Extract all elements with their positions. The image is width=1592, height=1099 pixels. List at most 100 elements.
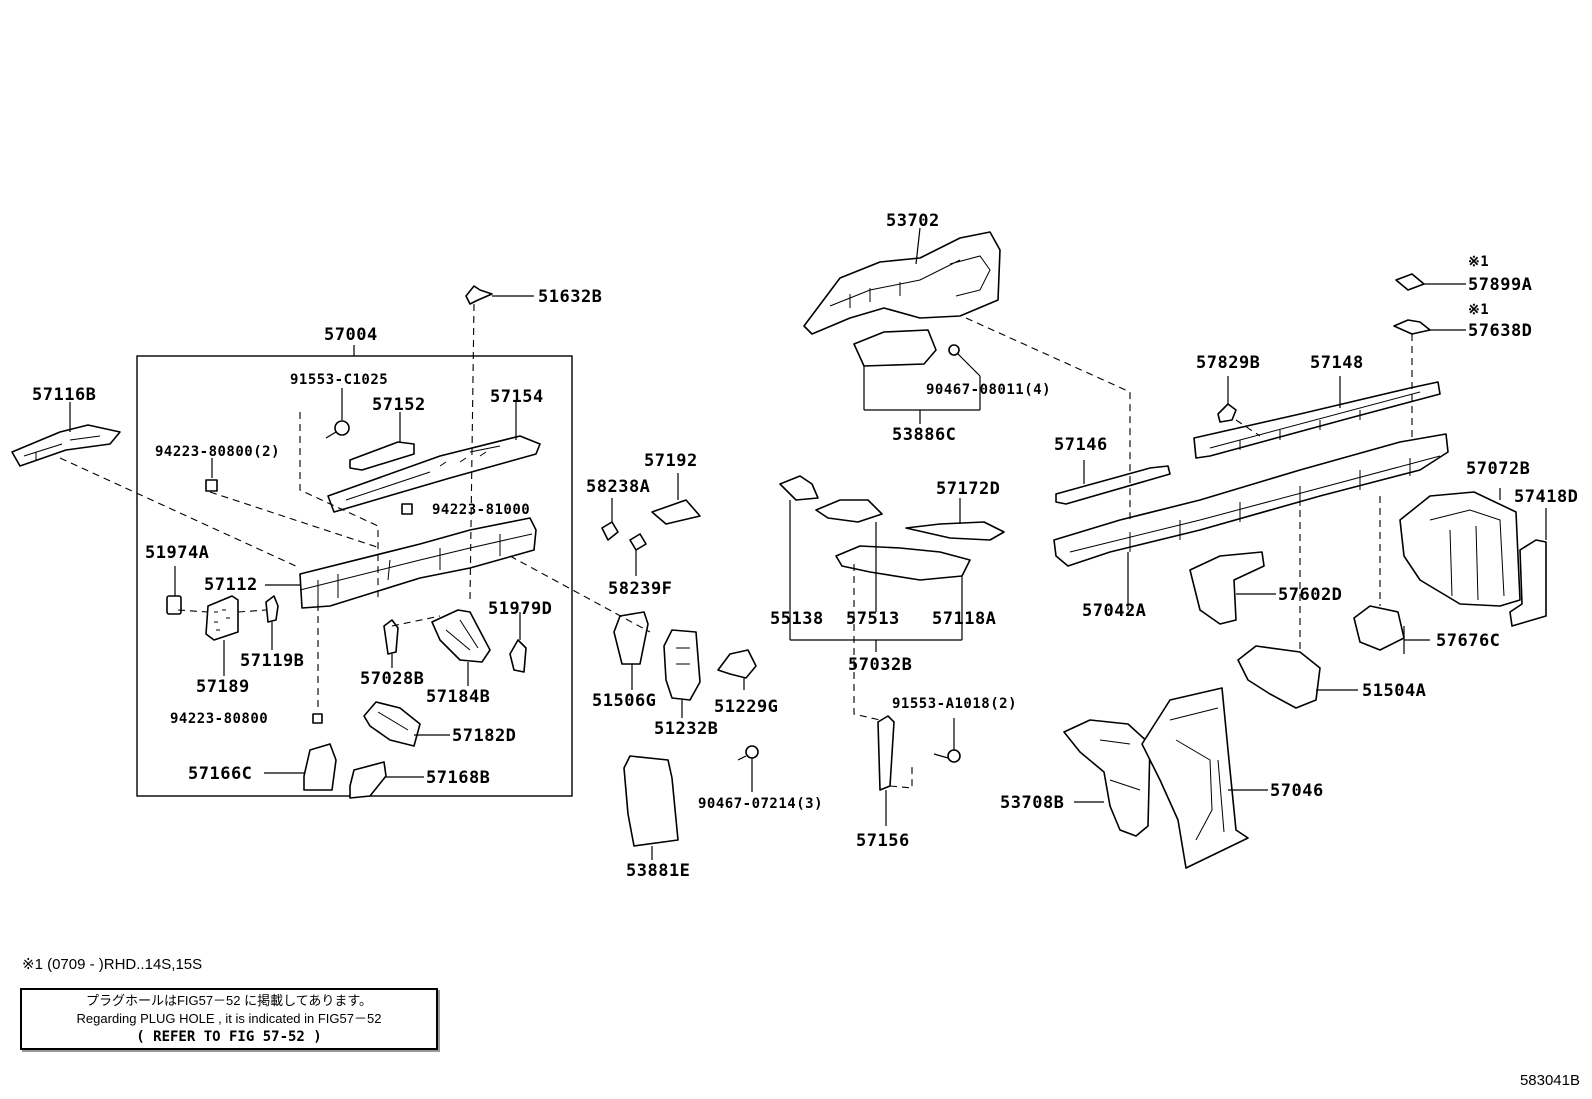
label-57184B: 57184B bbox=[426, 687, 490, 707]
note-line-english: Regarding PLUG HOLE , it is indicated in… bbox=[76, 1011, 382, 1026]
part-57829B-shape bbox=[1217, 403, 1237, 423]
part-57116B-shape bbox=[11, 424, 121, 467]
label-57899A: 57899A bbox=[1468, 275, 1532, 295]
part-58239F-shape bbox=[629, 533, 647, 551]
label-53881E: 53881E bbox=[626, 861, 690, 881]
label-57172D: 57172D bbox=[936, 479, 1000, 499]
label-57602D: 57602D bbox=[1278, 585, 1342, 605]
label-57119B: 57119B bbox=[240, 651, 304, 671]
part-53708B-shape bbox=[1063, 719, 1151, 837]
part-55138-shape bbox=[779, 475, 819, 501]
part-51504A-shape bbox=[1237, 645, 1321, 709]
label-57182D: 57182D bbox=[452, 726, 516, 746]
label-57154: 57154 bbox=[490, 387, 544, 407]
label-53886C: 53886C bbox=[892, 425, 956, 445]
label-57042A: 57042A bbox=[1082, 601, 1146, 621]
label-57638D: 57638D bbox=[1468, 321, 1532, 341]
part-57146-shape bbox=[1055, 465, 1171, 505]
footnote: ※1 (0709 - )RHD..14S,15S bbox=[22, 956, 203, 973]
label-57168B: 57168B bbox=[426, 768, 490, 788]
part-57182D-shape bbox=[363, 701, 421, 747]
part-53881E-shape bbox=[623, 755, 679, 847]
label-57513: 57513 bbox=[846, 609, 900, 629]
label-51632B: 51632B bbox=[538, 287, 602, 307]
part-51229G-shape bbox=[717, 649, 757, 679]
part-57148-shape bbox=[1193, 381, 1441, 459]
label-90467-08011: 90467-08011(4) bbox=[926, 382, 1051, 398]
label-51229G: 51229G bbox=[714, 697, 778, 717]
label-51506G: 51506G bbox=[592, 691, 656, 711]
nut-94223-80800-lower-icon bbox=[312, 713, 323, 724]
note-line-japanese: プラグホールはFIG57－52 に掲載してあります。 bbox=[85, 993, 373, 1008]
label-57829B: 57829B bbox=[1196, 353, 1260, 373]
clip-90467-08011-icon bbox=[948, 344, 960, 356]
part-58238A-shape bbox=[601, 521, 619, 541]
figure-code: 583041B bbox=[1519, 1072, 1580, 1089]
label-57166C: 57166C bbox=[188, 764, 252, 784]
label-57148: 57148 bbox=[1310, 353, 1364, 373]
label-90467-07214: 90467-07214(3) bbox=[698, 796, 823, 812]
label-57192: 57192 bbox=[644, 451, 698, 471]
label-58239F: 58239F bbox=[608, 579, 672, 599]
label-57004: 57004 bbox=[324, 325, 378, 345]
nut-94223-81000-icon bbox=[401, 503, 413, 515]
part-53886C-shape bbox=[853, 329, 937, 367]
label-57156: 57156 bbox=[856, 831, 910, 851]
clip-90467-07214-icon bbox=[737, 745, 759, 761]
label-53708B: 53708B bbox=[1000, 793, 1064, 813]
label-57032B: 57032B bbox=[848, 655, 912, 675]
label-51974A: 51974A bbox=[145, 543, 209, 563]
label-91553-A1018: 91553-A1018(2) bbox=[892, 696, 1017, 712]
label-57676C: 57676C bbox=[1436, 631, 1500, 651]
label-94223-81000: 94223-81000 bbox=[432, 502, 530, 518]
bolt-91553-A1018-icon bbox=[933, 749, 961, 763]
label-57146: 57146 bbox=[1054, 435, 1108, 455]
part-51506G-shape bbox=[613, 611, 649, 665]
part-57184B-shape bbox=[431, 609, 491, 663]
label-51504A: 51504A bbox=[1362, 681, 1426, 701]
part-57899A-shape bbox=[1395, 273, 1425, 291]
part-57119B-shape bbox=[265, 595, 279, 623]
plug-hole-note: プラグホールはFIG57－52 に掲載してあります。 Regarding PLU… bbox=[20, 988, 438, 1050]
part-57166C-shape bbox=[303, 743, 337, 791]
part-57072B-shape bbox=[1399, 491, 1521, 607]
label-57418D: 57418D bbox=[1514, 487, 1578, 507]
part-57602D-shape bbox=[1189, 551, 1265, 625]
label-57046: 57046 bbox=[1270, 781, 1324, 801]
label-57112: 57112 bbox=[204, 575, 258, 595]
label-57116B: 57116B bbox=[32, 385, 96, 405]
part-53702-shape bbox=[803, 231, 1001, 335]
label-mark-57899A: ※1 bbox=[1468, 254, 1489, 270]
part-57042A-shape bbox=[1053, 433, 1449, 567]
part-57513-shape bbox=[815, 499, 883, 523]
part-57046-shape bbox=[1141, 687, 1249, 869]
part-57418D-shape bbox=[1509, 539, 1547, 627]
part-51974A-shape bbox=[166, 595, 182, 615]
label-57072B: 57072B bbox=[1466, 459, 1530, 479]
part-57118A-shape bbox=[835, 545, 971, 581]
part-51632B-shape bbox=[465, 285, 493, 305]
part-57154-shape bbox=[327, 435, 541, 513]
label-51232B: 51232B bbox=[654, 719, 718, 739]
label-57152: 57152 bbox=[372, 395, 426, 415]
label-94223-80800-2: 94223-80800(2) bbox=[155, 444, 280, 460]
label-51979D: 51979D bbox=[488, 599, 552, 619]
label-57028B: 57028B bbox=[360, 669, 424, 689]
label-53702: 53702 bbox=[886, 211, 940, 231]
part-57168B-shape bbox=[349, 761, 387, 799]
label-57118A: 57118A bbox=[932, 609, 996, 629]
part-57156-shape bbox=[877, 715, 895, 791]
part-57676C-shape bbox=[1353, 605, 1405, 651]
part-57638D-shape bbox=[1393, 319, 1431, 335]
bolt-91553-C1025-icon bbox=[325, 420, 350, 439]
part-57189-shape bbox=[205, 595, 239, 641]
label-58238A: 58238A bbox=[586, 477, 650, 497]
nut-94223-80800-icon bbox=[205, 479, 218, 492]
note-refer-link[interactable]: ( REFER TO FIG 57-52 ) bbox=[136, 1029, 322, 1045]
part-57172D-shape bbox=[905, 521, 1005, 541]
part-57152-shape bbox=[349, 441, 415, 471]
part-57192-shape bbox=[651, 499, 701, 525]
label-57189: 57189 bbox=[196, 677, 250, 697]
part-51979D-shape bbox=[509, 639, 527, 673]
